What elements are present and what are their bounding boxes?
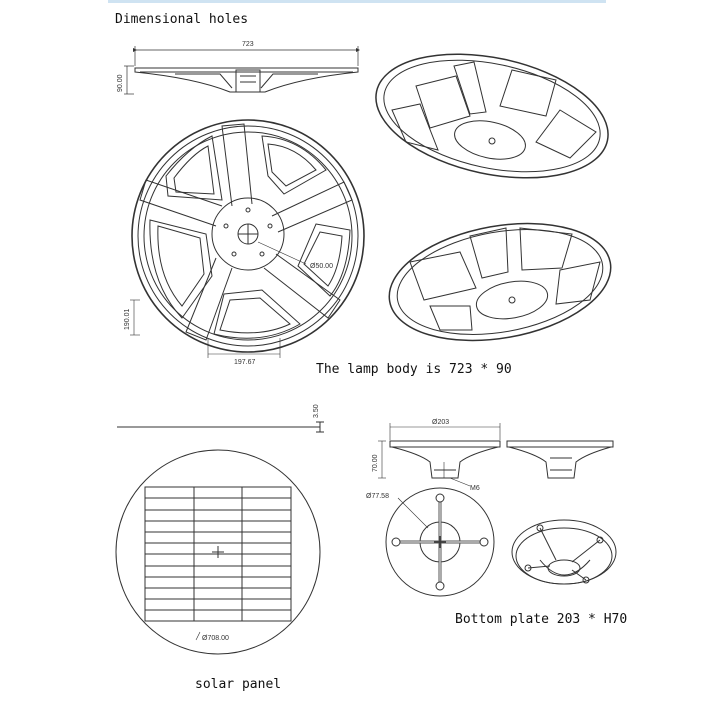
- solar-panel-disc: [115, 449, 321, 655]
- plate-perspective: [511, 519, 617, 585]
- plate-height-label: 70.00: [372, 454, 379, 472]
- lamp-height-dimension: [124, 65, 134, 95]
- plate-diameter-label: Ø203: [432, 419, 449, 426]
- lamp-perspective-bottom: [388, 222, 612, 342]
- top-accent-bar: [108, 0, 606, 3]
- lamp-height-label: 90.00: [117, 74, 124, 92]
- solar-panel-edge: [117, 421, 324, 433]
- bolt-label: M6: [470, 485, 480, 492]
- lamp-body-caption: The lamp body is 723 * 90: [316, 362, 512, 377]
- vertical-offset-label: 190.01: [124, 308, 131, 330]
- plate-top-view: [385, 487, 495, 597]
- panel-thickness-label: 3.50: [313, 404, 320, 418]
- lamp-width-dimension: [132, 46, 361, 66]
- plate-circle-label: Ø77.58: [366, 493, 389, 500]
- plate-side-view-2: [506, 440, 614, 479]
- hole-diameter-label: Ø50.00: [310, 263, 333, 270]
- page-title: Dimensional holes: [115, 12, 249, 27]
- lamp-front-view: [131, 119, 365, 353]
- bottom-plate-caption: Bottom plate 203 * H70: [455, 612, 628, 627]
- lamp-width-label: 723: [242, 41, 254, 48]
- solar-panel-caption: solar panel: [195, 677, 282, 692]
- horizontal-offset-label: 197.67: [234, 359, 256, 366]
- lamp-perspective-top: [375, 53, 609, 179]
- plate-dimensions: [378, 423, 501, 479]
- lamp-front-dimensions: [130, 241, 307, 358]
- panel-diameter-label: Ø708.00: [202, 635, 229, 642]
- plate-side-view: [389, 440, 501, 487]
- lamp-side-view: [134, 67, 359, 93]
